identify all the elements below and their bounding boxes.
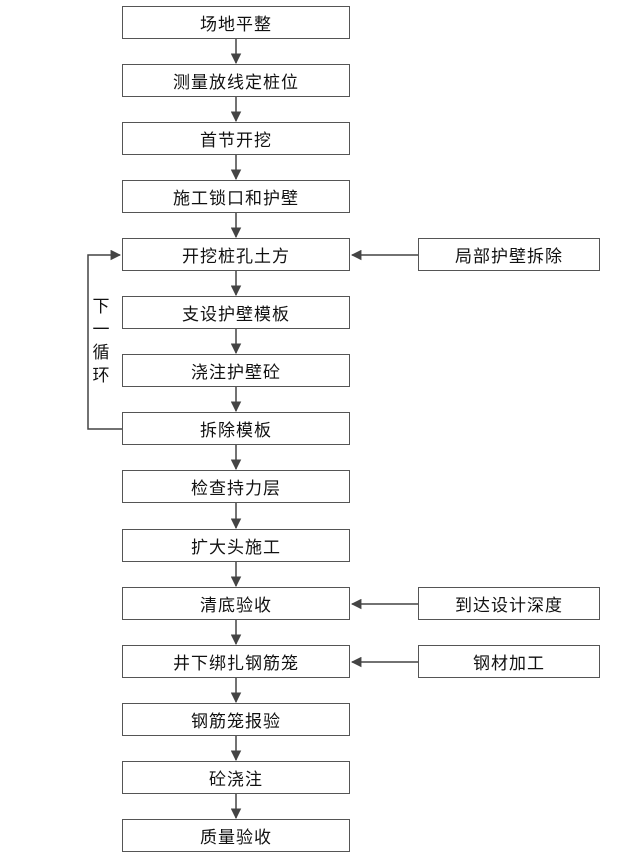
side-label-1: 局部护壁拆除	[455, 247, 563, 267]
step-box-13: 钢筋笼报验	[122, 703, 350, 736]
loop-label: 下 一 循 环	[91, 296, 111, 388]
step-box-5: 开挖桩孔土方	[122, 238, 350, 271]
step-box-12: 井下绑扎钢筋笼	[122, 645, 350, 678]
step-box-10: 扩大头施工	[122, 529, 350, 562]
side-box-2: 到达设计深度	[418, 587, 600, 620]
step-box-3: 首节开挖	[122, 122, 350, 155]
side-box-1: 局部护壁拆除	[418, 238, 600, 271]
step-box-8: 拆除模板	[122, 412, 350, 445]
step-box-6: 支设护壁模板	[122, 296, 350, 329]
loop-back-arrow	[87, 249, 122, 430]
step-label-3: 首节开挖	[200, 131, 272, 151]
step-label-9: 检查持力层	[191, 479, 281, 499]
step-label-2: 测量放线定桩位	[173, 73, 299, 93]
step-box-2: 测量放线定桩位	[122, 64, 350, 97]
step-box-15: 质量验收	[122, 819, 350, 852]
loop-char-2: 一	[92, 320, 110, 340]
step-label-1: 场地平整	[200, 15, 272, 35]
loop-char-3: 循	[92, 343, 110, 363]
step-label-13: 钢筋笼报验	[191, 712, 281, 732]
step-box-7: 浇注护壁砼	[122, 354, 350, 387]
loop-char-4: 环	[92, 366, 110, 386]
step-label-14: 砼浇注	[209, 770, 263, 790]
step-label-6: 支设护壁模板	[182, 305, 290, 325]
side-label-3: 钢材加工	[473, 654, 545, 674]
step-label-15: 质量验收	[200, 828, 272, 848]
side-label-2: 到达设计深度	[455, 596, 563, 616]
step-label-5: 开挖桩孔土方	[182, 247, 290, 267]
step-label-7: 浇注护壁砼	[191, 363, 281, 383]
step-box-1: 场地平整	[122, 6, 350, 39]
step-label-8: 拆除模板	[200, 421, 272, 441]
loop-char-1: 下	[92, 297, 110, 317]
step-box-14: 砼浇注	[122, 761, 350, 794]
step-label-10: 扩大头施工	[191, 538, 281, 558]
step-label-11: 清底验收	[200, 596, 272, 616]
step-label-4: 施工锁口和护壁	[173, 189, 299, 209]
side-box-3: 钢材加工	[418, 645, 600, 678]
step-box-4: 施工锁口和护壁	[122, 180, 350, 213]
step-box-11: 清底验收	[122, 587, 350, 620]
step-box-9: 检查持力层	[122, 470, 350, 503]
step-label-12: 井下绑扎钢筋笼	[173, 654, 299, 674]
